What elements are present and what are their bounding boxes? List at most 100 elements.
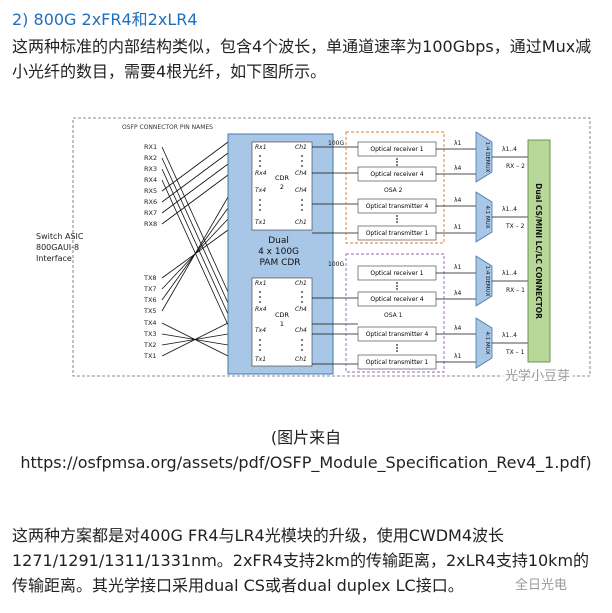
svg-text:λ1..4: λ1..4 [502, 332, 517, 339]
svg-text:Ch4: Ch4 [295, 170, 307, 177]
svg-text:100G: 100G [328, 261, 344, 268]
svg-text:RX3: RX3 [144, 165, 157, 173]
svg-text:Rx1: Rx1 [255, 280, 267, 287]
cdr1-number: 1 [280, 320, 284, 328]
svg-text:RX5: RX5 [144, 187, 157, 195]
svg-text:Tx1: Tx1 [255, 219, 266, 226]
svg-text:Optical transmitter 4: Optical transmitter 4 [366, 203, 429, 210]
optics-to-mux-lines [436, 148, 476, 363]
svg-text:Ch1: Ch1 [295, 219, 307, 226]
svg-text:λ1: λ1 [454, 264, 462, 271]
svg-text:λ4: λ4 [454, 165, 462, 172]
osa1-frame [345, 253, 445, 373]
svg-text:Optical transmitter 1: Optical transmitter 1 [366, 230, 429, 237]
svg-text:TX3: TX3 [143, 330, 157, 338]
block-diagram-svg: OSFP CONNECTOR PIN NAMES Switch ASIC 800… [36, 117, 591, 377]
osa2-frame [345, 131, 445, 244]
section-heading: 2) 800G 2xFR4和2xLR4 [12, 10, 198, 29]
svg-text:Optical transmitter 4: Optical transmitter 4 [366, 331, 429, 338]
cdr1-label: CDR [275, 311, 290, 319]
svg-text:RX4: RX4 [144, 176, 157, 184]
cdr-to-optics-lines [312, 146, 358, 365]
svg-text:1:4 DEMUX: 1:4 DEMUX [484, 266, 490, 297]
connector-label: Dual CS/MINI LC/LC CONNECTOR [534, 183, 543, 319]
svg-text:4:1 MUX: 4:1 MUX [484, 205, 490, 228]
svg-text:TX – 1: TX – 1 [505, 349, 525, 356]
svg-text:λ1: λ1 [454, 353, 462, 360]
dual-cdr-label: Dual 4 x 100G PAM CDR [258, 236, 302, 268]
caption-source-url[interactable]: https://osfpmsa.org/assets/pdf/OSFP_Modu… [20, 453, 592, 472]
svg-text:TX4: TX4 [143, 319, 157, 327]
svg-text:Rx1: Rx1 [255, 144, 267, 151]
svg-text:λ1: λ1 [454, 224, 462, 231]
svg-text:λ1..4: λ1..4 [502, 206, 517, 213]
svg-text:RX1: RX1 [144, 143, 157, 151]
tx-pin-labels: TX8 TX7 TX6 TX5 TX4 TX3 TX2 TX1 [143, 274, 157, 360]
intro-paragraph: 这两种标准的内部结构类似，包含4个波长，单通道速率为100Gbps，通过Mux减… [12, 37, 592, 81]
svg-text:λ4: λ4 [454, 325, 462, 332]
svg-text:TX1: TX1 [143, 352, 157, 360]
osa2-components: Optical receiver 1 Optical receiver 4 Op… [357, 141, 437, 241]
asic-label: Switch ASIC 800GAUI-8 Interface [36, 232, 86, 263]
cdr2-lane-labels: Rx1 Rx4 Tx4 Tx1 Ch1 Ch4 Ch4 Ch1 [255, 144, 307, 226]
body-paragraph: 这两种方案都是对400G FR4与LR4光模块的升级，使用CWDM4波长1271… [12, 526, 590, 595]
svg-text:RX8: RX8 [144, 220, 157, 228]
watermark-brand: 全日光电 [515, 578, 568, 593]
svg-text:RX2: RX2 [144, 154, 157, 162]
watermark-author: 光学小豆芽 [502, 365, 574, 384]
cdr2-label: CDR [275, 174, 290, 182]
cdr1-lane-labels: Rx1 Rx4 Tx4 Tx1 Ch1 Ch4 Ch4 Ch1 [255, 280, 307, 363]
svg-text:λ4: λ4 [454, 197, 462, 204]
cdr-ellipsis-dots [259, 155, 303, 351]
svg-text:Ch1: Ch1 [295, 356, 307, 363]
port-labels: λ1..4 RX – 2 λ1..4 TX – 2 λ1..4 RX – 1 λ… [502, 146, 525, 356]
osfp-boundary [72, 117, 591, 377]
svg-text:Optical receiver 4: Optical receiver 4 [370, 171, 423, 178]
svg-text:λ1: λ1 [454, 140, 462, 147]
svg-text:TX5: TX5 [143, 307, 157, 315]
mux-to-connector-lines [492, 156, 528, 344]
electrical-lanes [161, 141, 229, 357]
caption-line1: (图片来自 [270, 428, 342, 447]
svg-text:Rx4: Rx4 [255, 306, 267, 313]
svg-text:Ch1: Ch1 [295, 144, 307, 151]
svg-text:1:4 DEMUX: 1:4 DEMUX [484, 142, 490, 173]
osa2-label: OSA 2 [384, 187, 403, 194]
optical-connector [527, 139, 551, 363]
svg-text:RX6: RX6 [144, 198, 157, 206]
svg-text:Tx1: Tx1 [255, 356, 266, 363]
svg-text:Rx4: Rx4 [255, 170, 267, 177]
svg-text:TX7: TX7 [143, 285, 157, 293]
svg-text:100G: 100G [328, 140, 344, 147]
svg-text:Tx4: Tx4 [255, 187, 266, 194]
rx-pin-labels: RX1 RX2 RX3 RX4 RX5 RX6 RX7 RX8 [144, 143, 157, 228]
svg-text:Tx4: Tx4 [255, 327, 266, 334]
rate-labels: 100G 100G [328, 140, 344, 268]
svg-text:Ch4: Ch4 [295, 327, 307, 334]
svg-text:Optical transmitter 1: Optical transmitter 1 [366, 359, 429, 366]
svg-text:TX – 2: TX – 2 [505, 223, 525, 230]
svg-text:Ch4: Ch4 [295, 306, 307, 313]
svg-text:RX – 1: RX – 1 [506, 287, 525, 294]
svg-text:λ1..4: λ1..4 [502, 146, 517, 153]
mux-demux-labels: 1:4 DEMUX 4:1 MUX 1:4 DEMUX 4:1 MUX [484, 142, 490, 355]
svg-text:TX2: TX2 [143, 341, 157, 349]
svg-text:RX7: RX7 [144, 209, 157, 217]
svg-text:λ1..4: λ1..4 [502, 270, 517, 277]
osa1-label: OSA 1 [384, 312, 403, 319]
svg-text:TX6: TX6 [143, 296, 157, 304]
pin-names-label: OSFP CONNECTOR PIN NAMES [122, 124, 213, 131]
svg-text:Optical receiver 4: Optical receiver 4 [370, 296, 423, 303]
svg-text:4:1 MUX: 4:1 MUX [484, 331, 490, 354]
mux-demux-shapes [475, 131, 493, 369]
svg-text:λ4: λ4 [454, 290, 462, 297]
image-caption: (图片来自 https://osfpmsa.org/assets/pdf/OSF… [14, 425, 598, 475]
svg-text:TX8: TX8 [143, 274, 157, 282]
svg-text:Ch1: Ch1 [295, 280, 307, 287]
svg-text:Ch4: Ch4 [295, 187, 307, 194]
svg-text:Optical receiver 1: Optical receiver 1 [370, 270, 423, 277]
module-block-diagram: OSFP CONNECTOR PIN NAMES Switch ASIC 800… [16, 112, 596, 382]
osa1-components: Optical receiver 1 Optical receiver 4 Op… [357, 265, 437, 370]
svg-text:Optical receiver 1: Optical receiver 1 [370, 146, 423, 153]
wavelength-labels: λ1 λ4 λ4 λ1 λ1 λ4 λ4 λ1 [454, 140, 462, 360]
